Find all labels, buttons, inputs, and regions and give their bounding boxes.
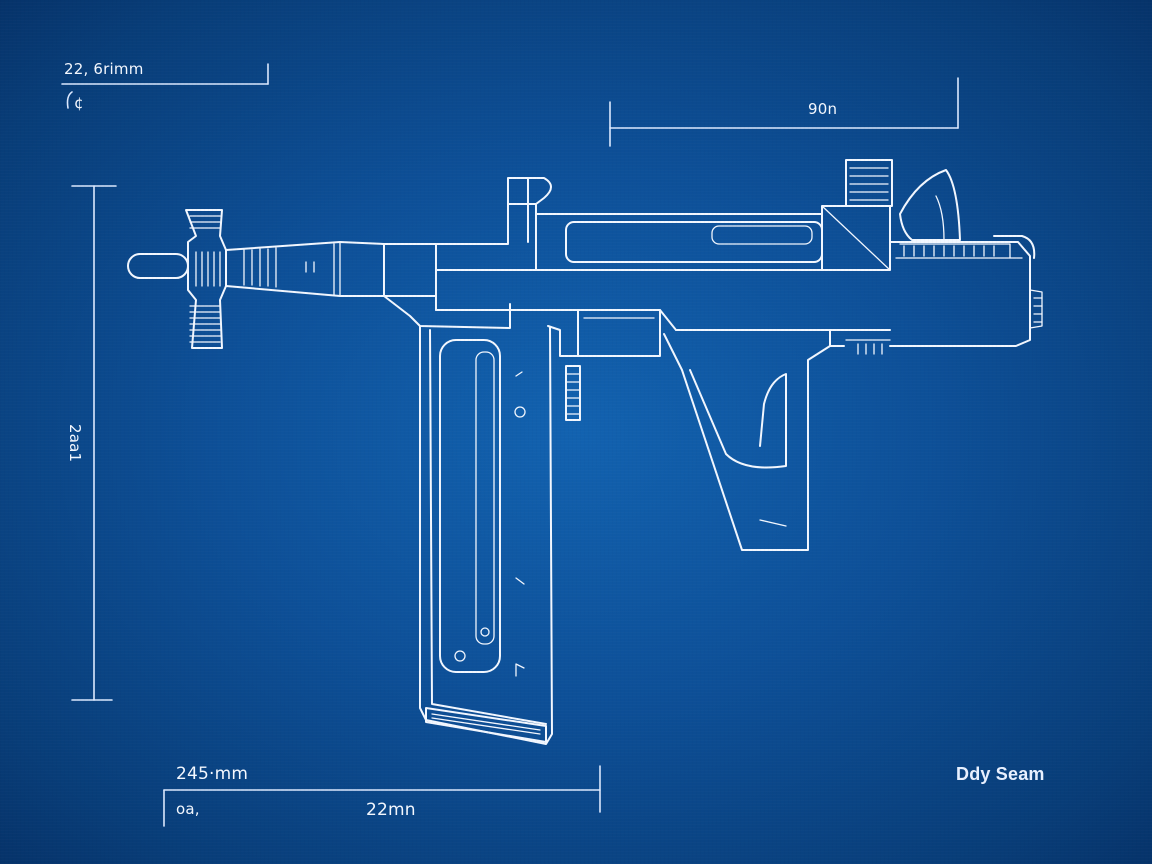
dimension-left-vertical: [71, 185, 117, 701]
trigger-spring: [565, 365, 581, 421]
magazine: [419, 325, 553, 745]
dimension-bottom: [163, 765, 601, 827]
top-left-dimension-label: 22, 6rimm: [64, 60, 144, 78]
dimension-top-left: [61, 63, 269, 109]
receiver-upper: [383, 159, 1043, 347]
bottom-center-dimension-label: 22mn: [366, 800, 416, 820]
stock: [663, 329, 845, 551]
signature-text: Ddy Seam: [956, 764, 1045, 784]
dimension-top-right: [609, 77, 959, 147]
bottom-left-dimension-label: 245·mm: [176, 764, 249, 784]
bottom-left-dimension-sub: oa,: [176, 800, 200, 818]
muzzle-assembly: [127, 209, 227, 349]
left-vertical-dimension-label: 2aa1: [66, 424, 84, 463]
top-right-dimension-label: 90n: [808, 100, 838, 118]
barrel-shroud: [225, 241, 385, 297]
top-left-dimension-sub: ¢: [74, 94, 84, 112]
rail-teeth: [903, 245, 995, 257]
nut-knurling: [189, 215, 221, 343]
lower-receiver: [383, 269, 891, 357]
